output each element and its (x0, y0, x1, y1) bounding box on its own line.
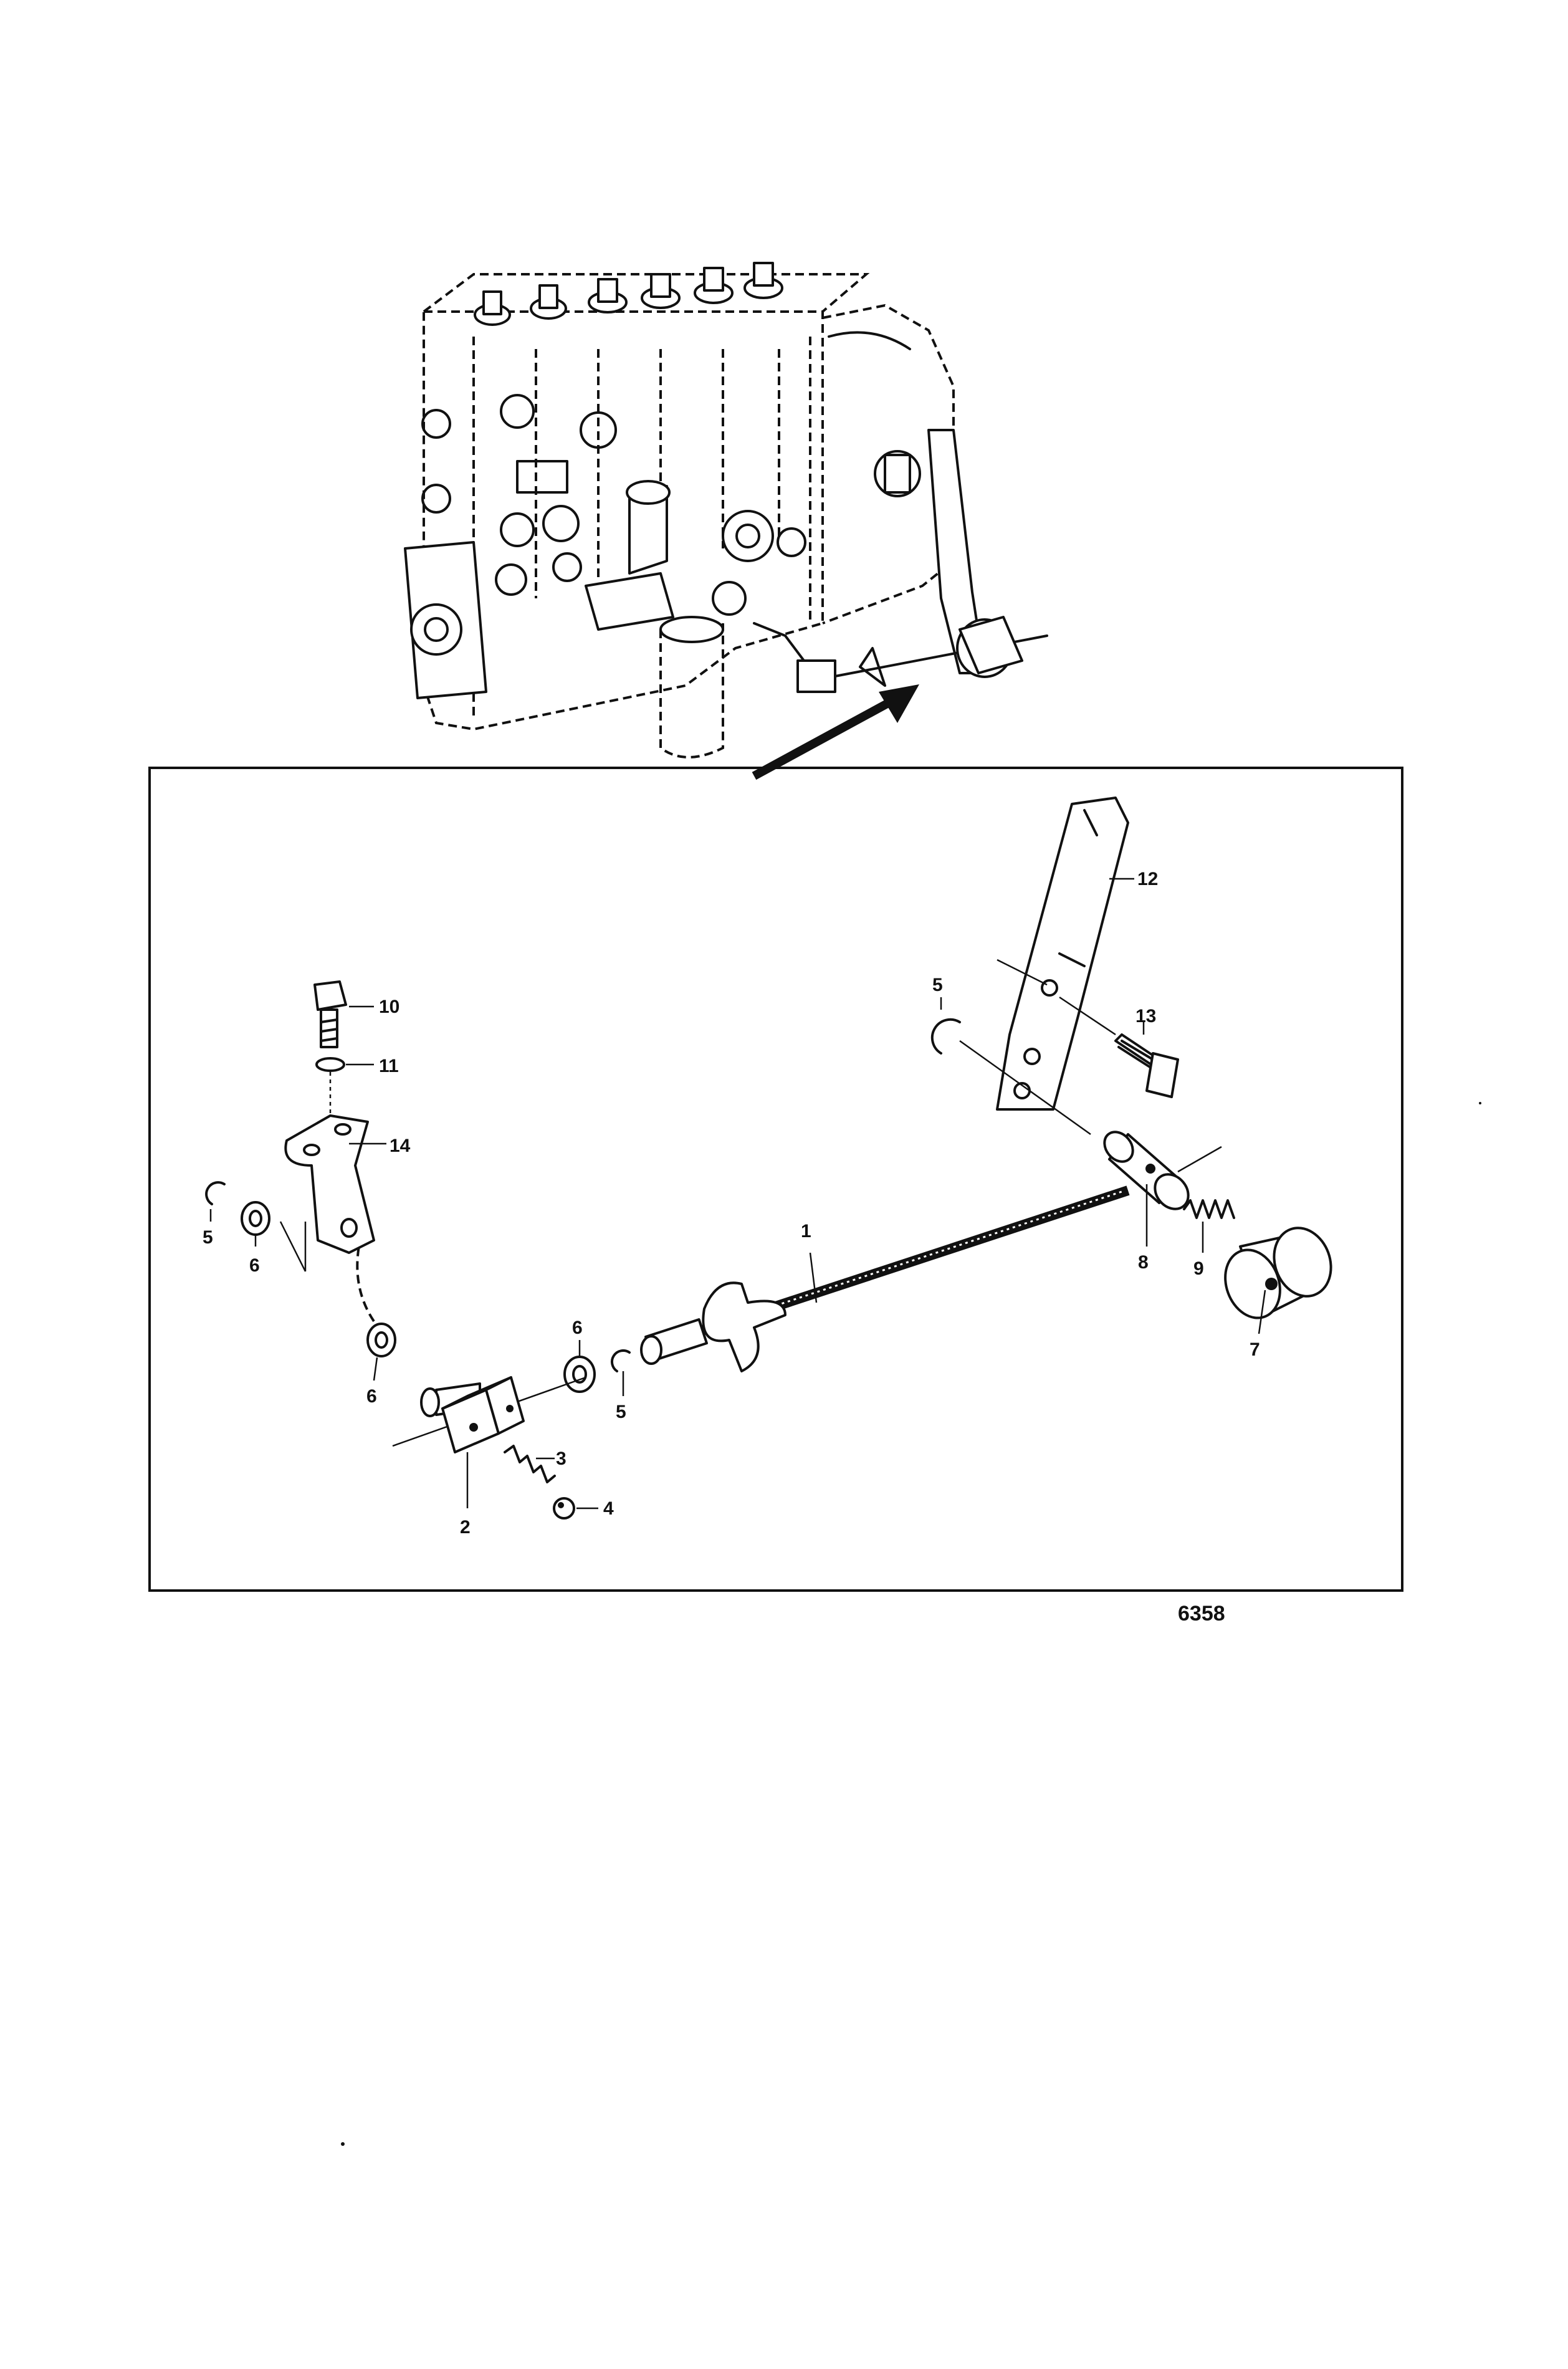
callout-4: 4 (603, 1498, 614, 1519)
callout-14: 14 (390, 1136, 411, 1156)
part-6-washer-left (241, 1201, 270, 1247)
callout-3: 3 (556, 1448, 566, 1469)
callout-1: 1 (801, 1221, 811, 1242)
part-2-block (392, 1376, 586, 1508)
part-3-spring (504, 1445, 556, 1483)
pointer-arrow (752, 684, 919, 780)
part-11-lockwasher (315, 1057, 374, 1116)
part-5-circlip-left (205, 1181, 226, 1222)
callout-10: 10 (379, 997, 399, 1017)
part-1-adjusting-screw (640, 1185, 1130, 1372)
callout-13: 13 (1135, 1006, 1156, 1027)
part-10-bolt (313, 980, 374, 1048)
detail-frame (148, 767, 1403, 1592)
part-6-washer-lower (356, 1233, 396, 1381)
callout-2: 2 (460, 1517, 471, 1538)
injection-pump-overview (404, 262, 1048, 759)
part-9-spring (1183, 1199, 1235, 1253)
callout-6-lower: 6 (366, 1386, 377, 1407)
callout-5-right: 5 (932, 975, 943, 995)
callout-9: 9 (1193, 1258, 1204, 1279)
part-14-bracket (279, 1114, 386, 1272)
figure-number: 6358 (1178, 1602, 1225, 1625)
callout-5-left: 5 (203, 1227, 213, 1248)
callout-8: 8 (1138, 1252, 1149, 1273)
part-8-pin (1103, 1131, 1222, 1247)
callout-12: 12 (1137, 869, 1158, 889)
callout-7: 7 (1250, 1339, 1260, 1360)
callout-11: 11 (379, 1056, 399, 1076)
delivery-valves (474, 262, 783, 326)
part-5-circlip-middle (611, 1349, 631, 1396)
part-13-bolt (1059, 996, 1179, 1098)
callout-6-left: 6 (249, 1255, 260, 1276)
callout-6-middle: 6 (572, 1318, 583, 1338)
part-12-bracket (996, 797, 1134, 1111)
part-7-knob (1224, 1227, 1332, 1334)
callout-5-middle: 5 (616, 1402, 626, 1422)
part-5-circlip-right (930, 997, 1091, 1136)
part-4-ball (553, 1497, 598, 1520)
